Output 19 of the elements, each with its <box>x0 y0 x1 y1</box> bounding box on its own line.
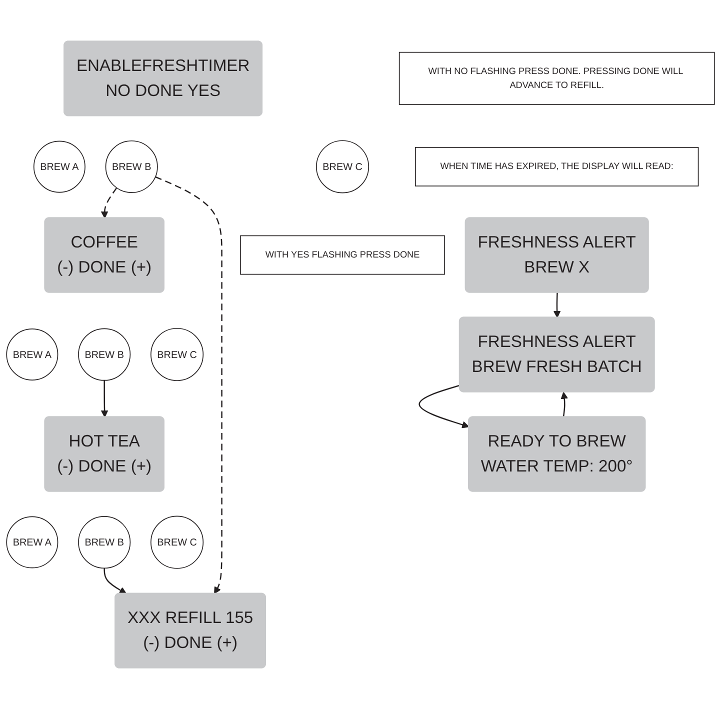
arrow <box>560 392 568 418</box>
arrow <box>155 176 222 594</box>
node-box: WHEN TIME HAS EXPIRED, THE DISPLAY WILL READ: <box>415 147 699 186</box>
node-circle: BREW C <box>150 328 204 382</box>
arrow <box>553 292 561 318</box>
arrow <box>100 187 118 218</box>
node-circle: BREW B <box>105 140 158 193</box>
node-circle: BREW C <box>150 516 204 569</box>
arrow <box>104 568 127 594</box>
arrow <box>418 384 470 428</box>
node-circle: BREW B <box>78 516 131 569</box>
node-box: WITH NO FLASHING PRESS DONE. PRESSING DONE WILL ADVANCE TO REFILL. <box>398 52 715 105</box>
node-box: WITH YES FLASHING PRESS DONE <box>240 235 445 275</box>
node-circle: BREW A <box>6 328 58 380</box>
node-circle: BREW A <box>33 140 86 193</box>
node-circle: BREW B <box>78 328 131 381</box>
node-circle: BREW C <box>316 140 370 194</box>
node-circle: BREW A <box>6 516 58 568</box>
arrow <box>100 380 108 418</box>
